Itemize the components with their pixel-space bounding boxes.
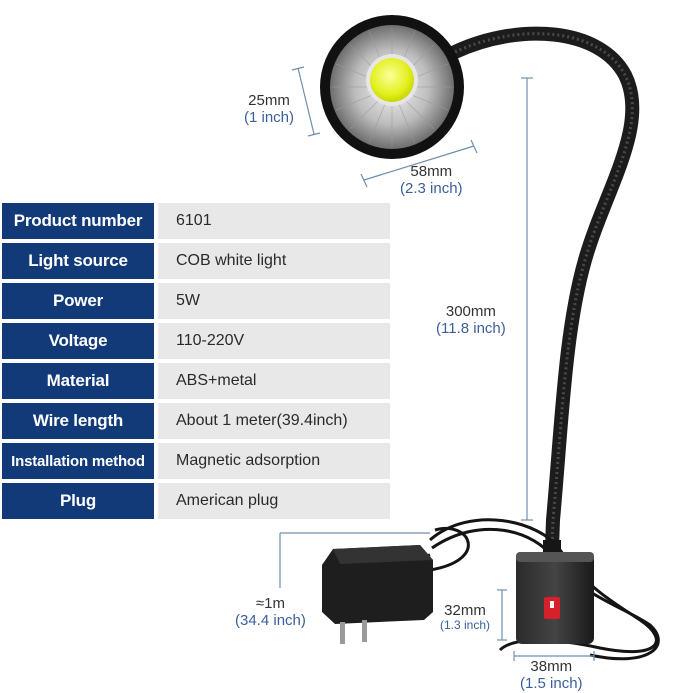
spec-value: Magnetic adsorption — [158, 443, 390, 479]
dimension-inch: (1.3 inch) — [440, 618, 491, 633]
spec-label: Material — [2, 363, 154, 399]
dimension-inch: (34.4 inch) — [235, 612, 306, 630]
spec-row-material: Material ABS+metal — [0, 363, 392, 399]
magnetic-base — [516, 540, 594, 644]
spec-row-power: Power 5W — [0, 283, 392, 319]
dimension-base-height: 32mm (1.3 inch) — [440, 602, 490, 633]
dimension-gooseneck-length: 300mm (11.8 inch) — [436, 303, 506, 338]
spec-value: 6101 — [158, 203, 390, 239]
dimension-lines — [279, 66, 595, 661]
spec-row-installation-method: Installation method Magnetic adsorption — [0, 443, 392, 479]
dimension-inch: (11.8 inch) — [436, 320, 506, 338]
dimension-base-width: 38mm (1.5 inch) — [520, 658, 583, 693]
spec-value: About 1 meter(39.4inch) — [158, 403, 390, 439]
spec-row-plug: Plug American plug — [0, 483, 392, 519]
dimension-inch: (2.3 inch) — [400, 180, 463, 198]
dimension-cable-length: ≈1m (34.4 inch) — [235, 595, 306, 630]
spec-row-wire-length: Wire length About 1 meter(39.4inch) — [0, 403, 392, 439]
dimension-mm: 25mm — [248, 92, 290, 109]
dimension-mm: ≈1m — [255, 595, 285, 612]
spec-label: Installation method — [2, 443, 154, 479]
spec-row-product-number: Product number 6101 — [0, 203, 392, 239]
spec-row-voltage: Voltage 110-220V — [0, 323, 392, 359]
spec-label: Product number — [2, 203, 154, 239]
spec-row-light-source: Light source COB white light — [0, 243, 392, 279]
spec-value: ABS+metal — [158, 363, 390, 399]
spec-label: Light source — [2, 243, 154, 279]
spec-value: 110-220V — [158, 323, 390, 359]
dimension-mm: 38mm — [530, 658, 573, 675]
power-adapter — [322, 545, 433, 644]
spec-value: 5W — [158, 283, 390, 319]
dimension-mm: 58mm — [410, 163, 453, 180]
spec-value: American plug — [158, 483, 390, 519]
dimension-head-thickness: 25mm (1 inch) — [244, 92, 294, 127]
spec-label: Wire length — [2, 403, 154, 439]
spec-label: Power — [2, 283, 154, 319]
power-switch — [544, 597, 560, 619]
dimension-inch: (1.5 inch) — [520, 675, 583, 693]
gooseneck-arm — [448, 26, 640, 555]
spec-label: Voltage — [2, 323, 154, 359]
dimension-mm: 300mm — [445, 303, 496, 320]
spec-value: COB white light — [158, 243, 390, 279]
spec-label: Plug — [2, 483, 154, 519]
dimension-head-diameter: 58mm (2.3 inch) — [400, 163, 463, 198]
dimension-mm: 32mm — [444, 602, 486, 619]
dimension-inch: (1 inch) — [244, 109, 295, 127]
lamp-head — [320, 15, 464, 159]
